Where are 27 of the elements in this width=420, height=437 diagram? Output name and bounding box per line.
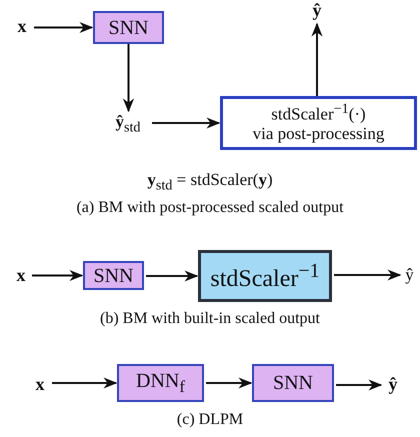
variable-label: ŷ [382, 372, 404, 398]
arrow [311, 22, 323, 96]
equation: y$_{std}$ = stdScaler(y) [146, 170, 274, 194]
variable-label: ŷ [307, 0, 327, 22]
subfigure-caption: (c) DLPM [176, 411, 244, 429]
variable-label: ŷ [401, 264, 418, 286]
arrow [146, 270, 198, 282]
arrow [52, 377, 118, 389]
post-processing-block: stdScaler$^{−1}$(·) via post-processing [220, 96, 417, 150]
variable-label: x [12, 17, 32, 37]
arrow [336, 379, 382, 391]
network-block: SNN [252, 364, 334, 402]
variable-label: x [30, 373, 50, 397]
network-block: SNN [93, 11, 164, 44]
subfigure-caption: (a) BM with post-processed scaled output [75, 199, 345, 217]
network-block: DNN$_{f}$ [117, 364, 204, 402]
subfigure-caption: (b) BM with built-in scaled output [99, 310, 321, 328]
variable-label: ŷ$_{std}$ [106, 113, 150, 135]
variable-label: x [12, 266, 30, 286]
network-block: SNN [83, 261, 144, 290]
scaler-block: stdScaler$^{−1}$ [198, 250, 332, 302]
arrow [122, 44, 134, 112]
arrow [334, 269, 402, 281]
arrow [152, 117, 220, 129]
arrow [34, 22, 94, 34]
arrow [32, 270, 84, 282]
arrow [206, 377, 252, 389]
